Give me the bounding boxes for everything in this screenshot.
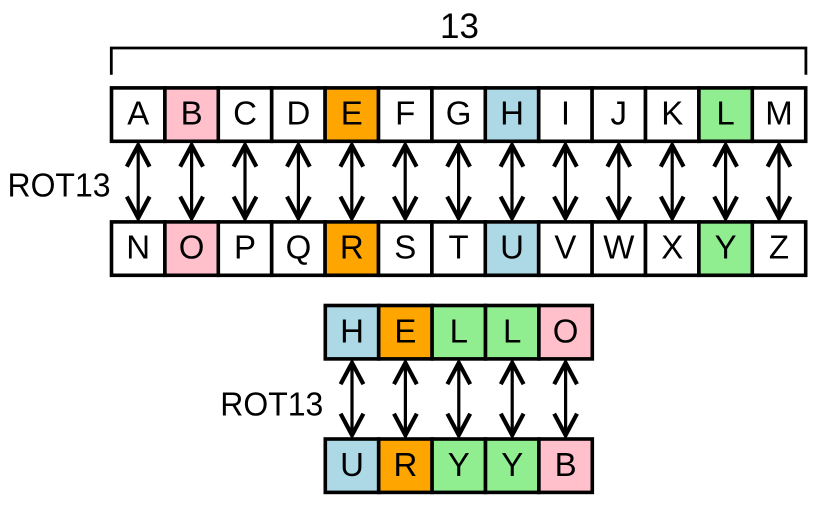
svg-text:L: L [503,312,521,349]
svg-text:Y: Y [715,229,737,266]
svg-text:X: X [661,229,683,266]
svg-text:W: W [603,229,635,266]
svg-text:B: B [555,446,577,483]
svg-text:Y: Y [501,446,523,483]
svg-text:N: N [126,229,150,266]
svg-text:R: R [340,229,364,266]
svg-text:C: C [233,95,257,132]
svg-text:B: B [181,95,203,132]
svg-text:U: U [340,446,364,483]
svg-text:Y: Y [448,446,470,483]
svg-text:L: L [450,312,468,349]
svg-text:S: S [394,229,416,266]
svg-text:Z: Z [769,229,789,266]
svg-text:T: T [449,229,469,266]
svg-text:ROT13: ROT13 [8,166,111,203]
svg-text:E: E [341,95,363,132]
svg-text:H: H [340,312,364,349]
svg-text:E: E [394,312,416,349]
svg-text:Q: Q [286,229,312,266]
svg-text:O: O [553,312,579,349]
svg-text:J: J [611,95,628,132]
svg-text:R: R [393,446,417,483]
svg-text:G: G [446,95,472,132]
svg-text:L: L [716,95,734,132]
svg-text:13: 13 [440,7,479,46]
svg-text:A: A [127,95,149,132]
svg-text:F: F [395,95,415,132]
svg-text:K: K [661,95,683,132]
svg-text:P: P [234,229,256,266]
svg-text:ROT13: ROT13 [220,385,323,422]
svg-text:I: I [561,95,570,132]
svg-text:O: O [179,229,205,266]
svg-text:M: M [765,95,793,132]
svg-text:D: D [286,95,310,132]
svg-text:H: H [500,95,524,132]
svg-text:V: V [554,229,576,266]
svg-text:U: U [500,229,524,266]
